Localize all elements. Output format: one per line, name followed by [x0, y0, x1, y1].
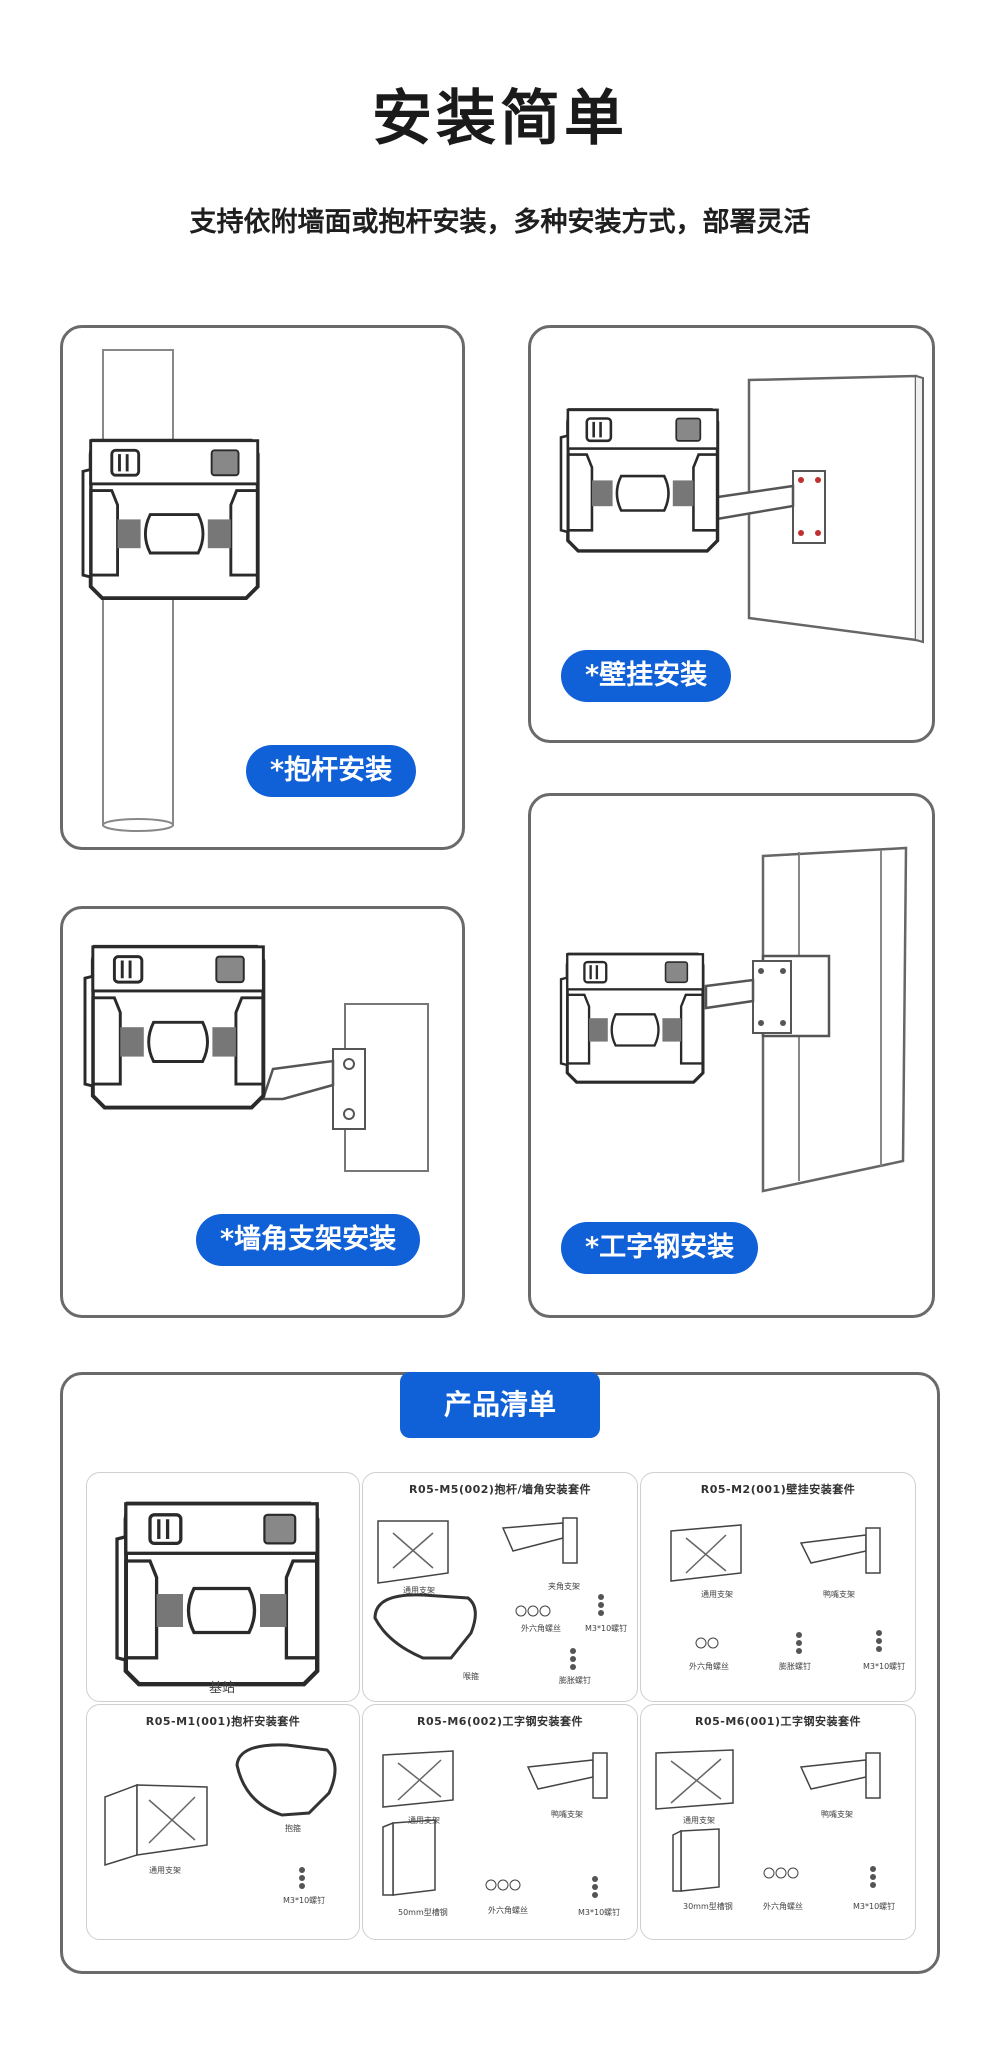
- station-drawing: [87, 1473, 360, 1702]
- part-label: 鸭嘴支架: [821, 1810, 853, 1819]
- part-label: 外六角螺丝: [763, 1902, 803, 1911]
- part-label: 通用支架: [149, 1866, 181, 1875]
- corner-bracket-illustration: [83, 944, 429, 1172]
- m6-002-parts-drawing: [382, 1750, 608, 1898]
- pole-mount-illustration: [81, 349, 260, 832]
- product-cell-m2-001: R05-M2(001)壁挂安装套件 通用支架 鸭嘴支架 外六角螺丝 膨胀螺钉 M…: [640, 1472, 916, 1702]
- product-cell-m6-001: R05-M6(001)工字钢安装套件 通用支架 鸭嘴支架 30mm型槽钢 外六角…: [640, 1704, 916, 1940]
- part-label: 30mm型槽钢: [683, 1902, 733, 1911]
- cell-title: R05-M2(001)壁挂安装套件: [700, 1483, 856, 1496]
- part-label: M3*10螺钉: [578, 1908, 621, 1917]
- part-label: 通用支架: [408, 1816, 440, 1825]
- part-label: 通用支架: [403, 1586, 435, 1595]
- install-card-corner: *墙角支架安装: [60, 906, 465, 1318]
- part-label: 基站: [209, 1681, 236, 1696]
- part-label: M3*10螺钉: [585, 1624, 628, 1633]
- install-card-wall: *壁挂安装: [528, 325, 935, 743]
- install-card-pole: *抱杆安装: [60, 325, 465, 850]
- m2-parts-drawing: [670, 1524, 882, 1654]
- part-label: 通用支架: [701, 1590, 733, 1599]
- part-label: 夹角支架: [548, 1582, 580, 1591]
- product-cell-station: 基站: [86, 1472, 360, 1702]
- part-label: 鸭嘴支架: [823, 1590, 855, 1599]
- part-label: 50mm型槽钢: [398, 1908, 448, 1917]
- cell-title: R05-M6(001)工字钢安装套件: [695, 1715, 861, 1728]
- product-cell-m5-002: R05-M5(002)抱杆/墙角安装套件 通用支架 夹角支架 外六角螺丝 M3*…: [362, 1472, 638, 1702]
- part-label: 外六角螺丝: [689, 1662, 729, 1671]
- part-label: M3*10螺钉: [853, 1902, 896, 1911]
- part-label: M3*10螺钉: [863, 1662, 906, 1671]
- badge-corner-bracket: *墙角支架安装: [196, 1214, 421, 1266]
- cell-title: R05-M5(002)抱杆/墙角安装套件: [409, 1483, 591, 1496]
- wall-mount-illustration: [559, 374, 924, 644]
- part-label: M3*10螺钉: [283, 1896, 326, 1905]
- badge-wall-mount: *壁挂安装: [561, 650, 732, 702]
- part-label: 通用支架: [683, 1816, 715, 1825]
- m5-parts-drawing: [373, 1517, 604, 1670]
- page-subtitle: 支持依附墙面或抱杆安装，多种安装方式，部署灵活: [189, 207, 811, 238]
- page-title: 安装简单: [372, 84, 628, 154]
- part-label: 膨胀螺钉: [559, 1676, 591, 1685]
- product-cell-m6-002: R05-M6(002)工字钢安装套件 通用支架 鸭嘴支架 50mm型槽钢 外六角…: [362, 1704, 638, 1940]
- cell-title: R05-M6(002)工字钢安装套件: [417, 1715, 583, 1728]
- part-label: 抱箍: [285, 1824, 301, 1833]
- m1-parts-drawing: [104, 1743, 337, 1889]
- part-label: 喉箍: [463, 1672, 479, 1681]
- steel-beam-illustration: [559, 846, 908, 1193]
- part-label: 外六角螺丝: [488, 1906, 528, 1915]
- cell-title: R05-M1(001)抱杆安装套件: [145, 1715, 301, 1728]
- badge-pole-mount: *抱杆安装: [246, 745, 417, 797]
- part-label: 外六角螺丝: [521, 1624, 561, 1633]
- install-card-steel: *工字钢安装: [528, 793, 935, 1318]
- badge-steel-beam: *工字钢安装: [561, 1222, 759, 1274]
- product-list-title: 产品清单: [400, 1372, 600, 1438]
- m6-001-parts-drawing: [655, 1749, 881, 1892]
- part-label: 膨胀螺钉: [779, 1662, 811, 1671]
- product-cell-m1-001: R05-M1(001)抱杆安装套件 抱箍 通用支架 M3*10螺钉: [86, 1704, 360, 1940]
- part-label: 鸭嘴支架: [551, 1810, 583, 1819]
